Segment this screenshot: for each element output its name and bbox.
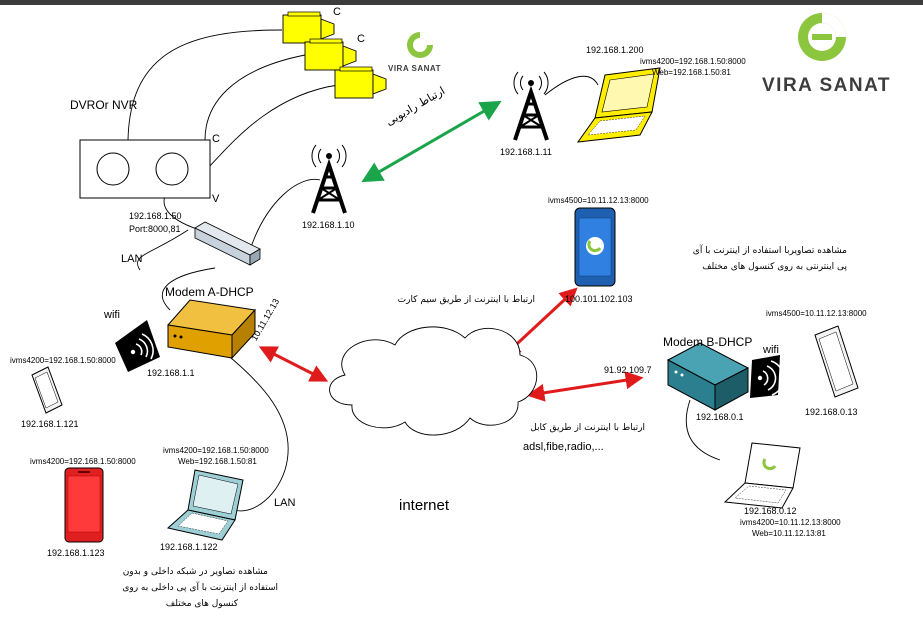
brand-name-large: VIRA SANAT	[762, 75, 891, 96]
internet-label: internet	[399, 497, 450, 514]
dvr-title: DVROr NVR	[70, 98, 138, 112]
laptop-top-ip: 192.168.1.200	[586, 45, 644, 55]
dvr-ip: 192.168.1.50	[129, 211, 182, 221]
cable-lan-left	[137, 229, 189, 271]
wifi-icon-b	[750, 355, 785, 398]
phone-blue-ip: 100.101.102.103	[565, 294, 633, 304]
cable-camera1-dvr	[127, 29, 283, 141]
modem-a-ip: 192.168.1.1	[147, 368, 195, 378]
camera-2	[304, 38, 357, 71]
modem-b	[666, 342, 750, 411]
top-border	[0, 0, 923, 5]
cable-modemb-laptop	[685, 399, 721, 461]
cable-modem-laptop	[214, 344, 289, 512]
laptop-bottom-web: Web=192.168.1.50:81	[178, 457, 257, 466]
cables	[127, 29, 721, 512]
lan-label-top: LAN	[121, 253, 143, 265]
cable-dvr-switch	[163, 195, 201, 231]
camera-1	[282, 11, 335, 44]
radio-link-arrow	[361, 100, 502, 183]
laptop-bottom-ivms: ivms4200=192.168.1.50:8000	[163, 446, 269, 455]
phone-red-ip: 192.168.1.123	[47, 548, 105, 558]
modem-b-ip: 192.168.0.1	[696, 412, 744, 422]
laptop-right-ip: 192.168.0.12	[744, 506, 797, 516]
radio-tower-right	[513, 71, 549, 141]
laptop-right-ivms: ivms4200=10.11.12.13:8000	[740, 518, 841, 527]
modem-a	[167, 299, 257, 360]
modem-b-wan-ip: 91.92.109.7	[604, 365, 652, 375]
radio-tower-left	[311, 144, 347, 214]
cable-tower-laptop	[544, 75, 599, 96]
phone-blue	[574, 207, 616, 287]
cable-internet-label: ارتباط با اینترنت از طریق کابل	[530, 423, 645, 433]
laptop-top-web: Web=192.168.1.50:81	[652, 68, 731, 77]
modem-b-title: Modem B-DHCP	[663, 335, 753, 349]
laptop-bottom-ip: 192.168.1.122	[160, 542, 218, 552]
brand-name-small: VIRA SANAT	[388, 64, 441, 73]
cable-camera2-dvr	[204, 54, 306, 141]
phone-blue-ivms: ivms4500=10.11.12.13:8000	[548, 196, 649, 205]
vira-sanat-logo-large	[798, 13, 846, 61]
local-view-line1: مشاهده تصاویر در شبکه داخلی و بدون	[122, 567, 268, 577]
laptop-right	[723, 442, 801, 509]
internet-arrow-modem-a	[258, 346, 329, 382]
network-switch	[194, 221, 261, 266]
cable-switch-tower	[247, 178, 321, 257]
laptop-right-web: Web=10.11.12.13:81	[752, 529, 826, 538]
tablet-left	[31, 366, 63, 414]
tower-left-ip: 192.168.1.10	[302, 220, 355, 230]
camera-label-c1: C	[333, 6, 341, 18]
vira-sanat-logo-small	[407, 32, 433, 58]
dvr-label-v: V	[212, 193, 220, 205]
laptop-top-ivms: ivms4200=192.168.1.50:8000	[640, 57, 746, 66]
lan-label-bottom: LAN	[274, 497, 296, 509]
sim-internet-label: ارتباط با اینترنت از طریق سیم کارت	[397, 295, 535, 305]
dvr-port: Port:8000,81	[129, 224, 181, 234]
cable-camera3-dvr	[207, 84, 339, 169]
wifi-a-label: wifi	[104, 309, 120, 321]
phone-red-ivms: ivms4200=192.168.1.50:8000	[30, 457, 136, 466]
cable-types: adsl,fibe,radio,...	[523, 441, 604, 453]
camera-3	[334, 66, 387, 99]
wifi-b-label: wifi	[763, 344, 779, 356]
remote-view-line2: پی اینترنتی به روی کنسول های مختلف	[702, 262, 847, 272]
internet-cloud	[329, 326, 538, 436]
wifi-icon-a	[115, 320, 160, 372]
tablet-right	[814, 325, 859, 398]
tablet-right-ivms: ivms4500=10.11.12.13:8000	[766, 309, 867, 318]
local-view-line3: کنسول های مختلف	[165, 599, 238, 609]
tower-right-ip: 192.168.1.11	[500, 147, 552, 157]
remote-view-line1: مشاهده تصاویربا استفاده از اینترنت با آی	[692, 246, 847, 256]
local-view-line2: استفاده از اینترنت با آی پی داخلی به روی	[122, 583, 278, 593]
laptop-bottom	[166, 469, 244, 541]
dvr-label-c: C	[212, 133, 220, 145]
cable-switch-modem	[161, 267, 216, 311]
camera-label-c2: C	[357, 33, 365, 45]
modem-a-title: Modem A-DHCP	[165, 285, 254, 299]
tablet-left-ip: 192.168.1.121	[21, 419, 79, 429]
tablet-right-ip: 192.168.0.13	[805, 407, 858, 417]
phone-red	[64, 467, 104, 543]
internet-arrow-modem-b	[526, 371, 644, 402]
dvr-device	[79, 139, 211, 199]
laptop-top	[576, 67, 661, 143]
tablet-left-ivms: ivms4200=192.168.1.50:8000	[10, 356, 116, 365]
